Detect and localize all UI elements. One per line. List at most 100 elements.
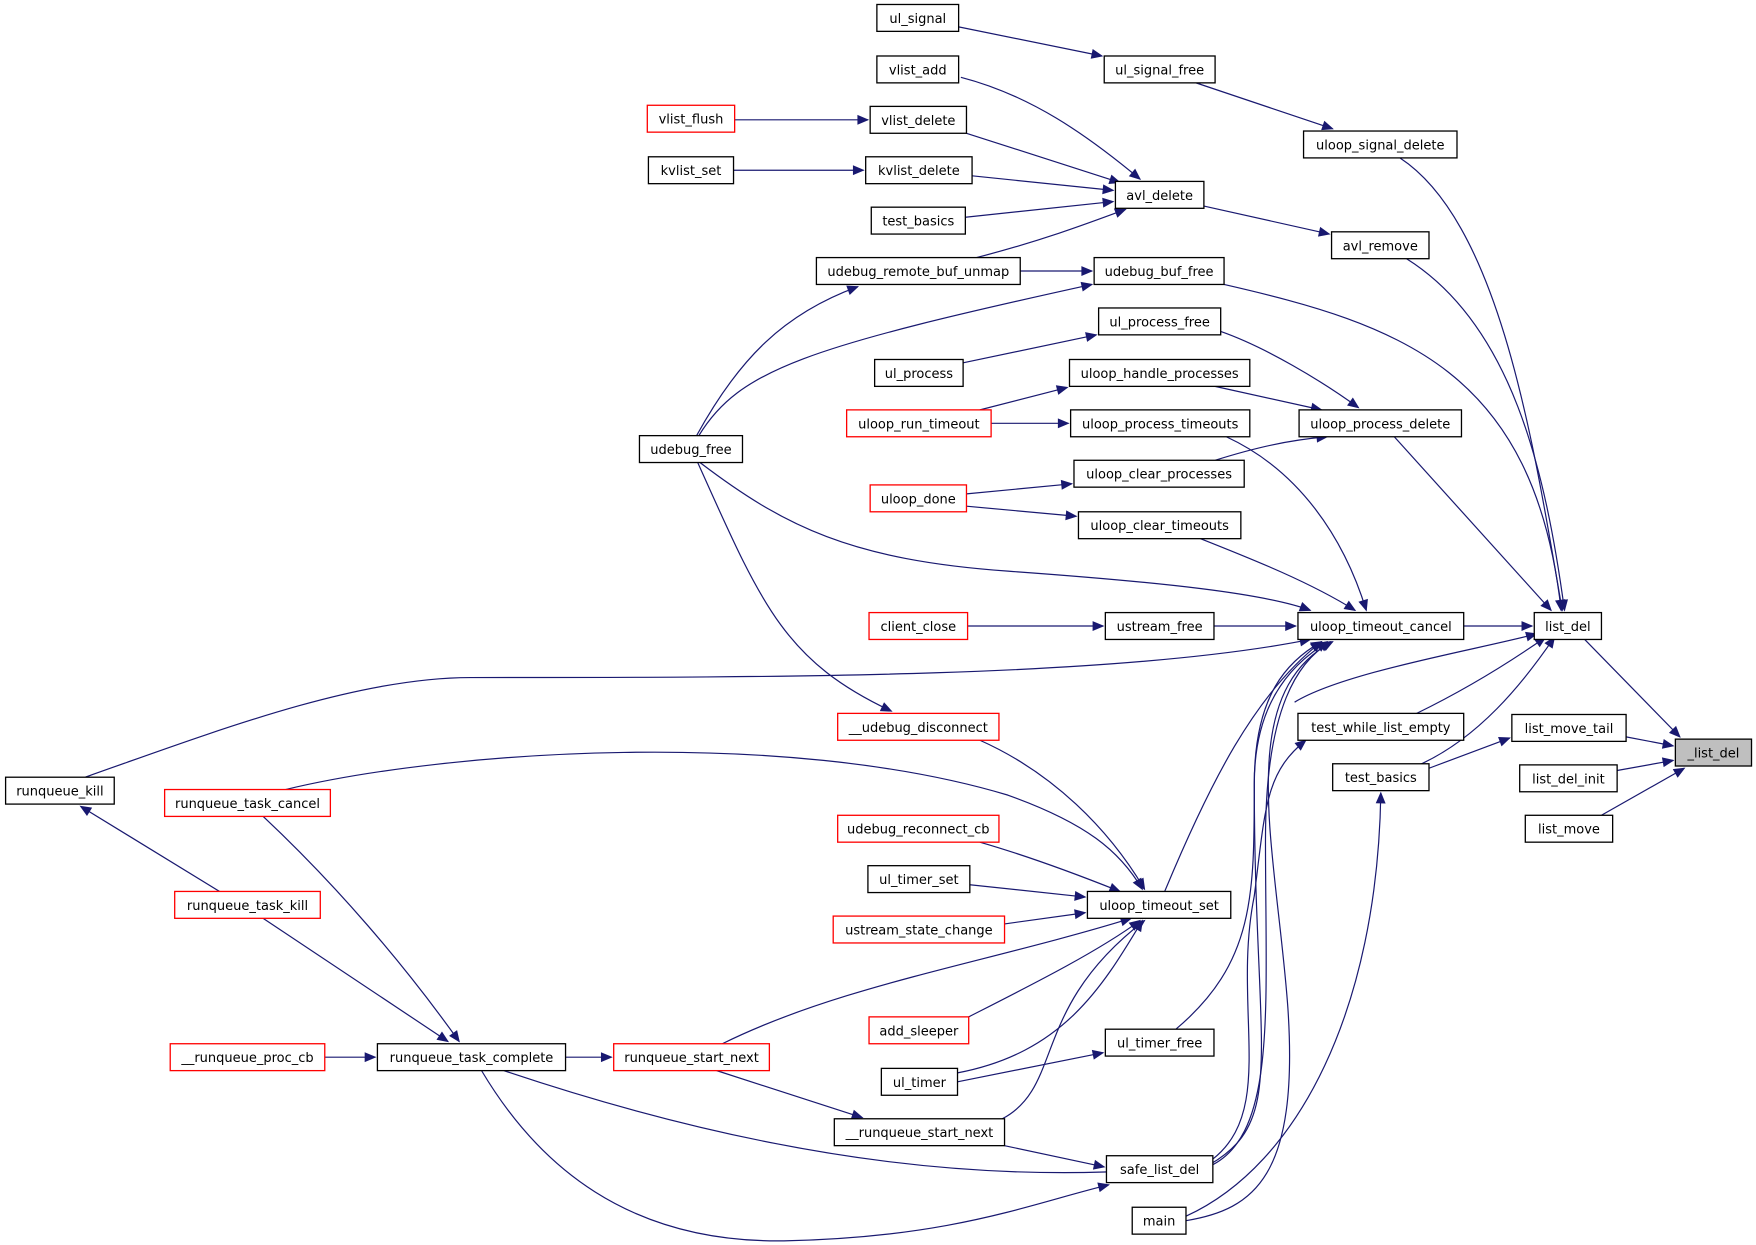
- node-uloop-handle-processes[interactable]: uloop_handle_processes: [1068, 358, 1251, 388]
- node-box[interactable]: [1104, 611, 1215, 641]
- node-safe-list-del[interactable]: safe_list_del: [1105, 1155, 1214, 1184]
- node-box[interactable]: [1104, 1028, 1215, 1057]
- node-runqueue-task-cancel[interactable]: runqueue_task_cancel: [163, 788, 332, 818]
- node-box[interactable]: [1524, 814, 1614, 843]
- node-udebug-remote-buf-unmap[interactable]: udebug_remote_buf_unmap: [815, 256, 1021, 286]
- node-box[interactable]: [1103, 55, 1216, 84]
- node-box[interactable]: [169, 1043, 326, 1072]
- node-box[interactable]: [1302, 130, 1458, 159]
- node-box[interactable]: [876, 3, 960, 33]
- node-test-basics-l[interactable]: test_basics: [870, 206, 967, 235]
- node-avl-delete[interactable]: avl_delete: [1114, 180, 1205, 209]
- node-box[interactable]: [1077, 511, 1242, 540]
- node-test-basics-r[interactable]: test_basics: [1332, 763, 1430, 792]
- node-box[interactable]: [869, 484, 968, 513]
- node-box[interactable]: [873, 358, 964, 388]
- node-box[interactable]: [867, 865, 971, 894]
- node-ul-signal-free[interactable]: ul_signal_free: [1103, 55, 1216, 84]
- node-client-close[interactable]: client_close: [868, 611, 969, 641]
- node-box[interactable]: [1511, 713, 1627, 743]
- node-box[interactable]: [815, 256, 1021, 286]
- node-uloop-timeout-cancel[interactable]: uloop_timeout_cancel: [1297, 611, 1465, 641]
- node-runqueue-task-kill[interactable]: runqueue_task_kill: [174, 890, 321, 919]
- node-list-del-focus[interactable]: _list_del: [1674, 738, 1753, 767]
- node-uloop-run-timeout[interactable]: uloop_run_timeout: [845, 409, 992, 438]
- node-uloop-process-timeouts[interactable]: uloop_process_timeouts: [1069, 409, 1251, 438]
- node-box[interactable]: [865, 156, 973, 185]
- node-box[interactable]: [837, 712, 1000, 741]
- node-box[interactable]: [1297, 712, 1465, 741]
- node-box[interactable]: [833, 1118, 1006, 1147]
- node-box[interactable]: [376, 1043, 567, 1072]
- node-box[interactable]: [4, 776, 115, 805]
- node-ul-signal[interactable]: ul_signal: [876, 3, 960, 33]
- node-ul-process[interactable]: ul_process: [873, 358, 964, 388]
- node-box[interactable]: [1297, 611, 1465, 641]
- node-runqueue-proc-cb[interactable]: __runqueue_proc_cb: [169, 1043, 326, 1072]
- node-uloop-signal-delete[interactable]: uloop_signal_delete: [1302, 130, 1458, 159]
- node-kvlist-set[interactable]: kvlist_set: [647, 156, 735, 185]
- node-list-move-tail[interactable]: list_move_tail: [1511, 713, 1627, 743]
- node-list-del[interactable]: list_del: [1533, 611, 1603, 641]
- node-ul-process-free[interactable]: ul_process_free: [1097, 307, 1222, 336]
- node-box[interactable]: [869, 105, 968, 134]
- node-uloop-clear-timeouts[interactable]: uloop_clear_timeouts: [1077, 511, 1242, 540]
- node-box[interactable]: [1086, 890, 1232, 919]
- node-box[interactable]: [1114, 180, 1205, 209]
- node-box[interactable]: [163, 788, 332, 818]
- node-uloop-done[interactable]: uloop_done: [869, 484, 968, 513]
- node-avl-remove[interactable]: avl_remove: [1330, 231, 1430, 260]
- node-box[interactable]: [868, 1016, 970, 1045]
- node-box[interactable]: [1097, 307, 1222, 336]
- node-box[interactable]: [845, 409, 992, 438]
- node-vlist-add[interactable]: vlist_add: [876, 55, 960, 84]
- node-runqueue-start-next-int[interactable]: __runqueue_start_next: [833, 1118, 1006, 1147]
- node-list-move[interactable]: list_move: [1524, 814, 1614, 843]
- node-vlist-flush[interactable]: vlist_flush: [646, 104, 736, 133]
- node-box[interactable]: [1674, 738, 1753, 767]
- node-box[interactable]: [1330, 231, 1430, 260]
- node-vlist-delete[interactable]: vlist_delete: [869, 105, 968, 134]
- node-udebug-disconnect[interactable]: __udebug_disconnect: [837, 712, 1000, 741]
- node-box[interactable]: [638, 434, 744, 464]
- node-box[interactable]: [880, 1067, 959, 1096]
- node-box[interactable]: [646, 104, 736, 133]
- node-ustream-state-change[interactable]: ustream_state_change: [832, 915, 1006, 944]
- node-test-while-list-empty[interactable]: test_while_list_empty: [1297, 712, 1465, 741]
- node-box[interactable]: [876, 55, 960, 84]
- node-box[interactable]: [1519, 764, 1618, 793]
- node-box[interactable]: [1069, 409, 1251, 438]
- node-box[interactable]: [1298, 409, 1463, 438]
- node-uloop-clear-processes[interactable]: uloop_clear_processes: [1073, 459, 1245, 488]
- node-ul-timer-set[interactable]: ul_timer_set: [867, 865, 971, 894]
- node-runqueue-kill[interactable]: runqueue_kill: [4, 776, 115, 805]
- node-box[interactable]: [837, 814, 1000, 843]
- node-box[interactable]: [1105, 1155, 1214, 1184]
- node-box[interactable]: [174, 890, 321, 919]
- node-box[interactable]: [1068, 358, 1251, 388]
- node-box[interactable]: [1533, 611, 1603, 641]
- node-runqueue-task-complete[interactable]: runqueue_task_complete: [376, 1043, 567, 1072]
- node-list-del-init[interactable]: list_del_init: [1519, 764, 1618, 793]
- node-udebug-buf-free[interactable]: udebug_buf_free: [1093, 256, 1225, 286]
- node-add-sleeper[interactable]: add_sleeper: [868, 1016, 970, 1045]
- node-kvlist-delete[interactable]: kvlist_delete: [865, 156, 973, 185]
- node-box[interactable]: [1073, 459, 1245, 488]
- node-box[interactable]: [870, 206, 967, 235]
- node-main[interactable]: main: [1131, 1206, 1187, 1235]
- node-uloop-process-delete[interactable]: uloop_process_delete: [1298, 409, 1463, 438]
- node-box[interactable]: [1131, 1206, 1187, 1235]
- node-udebug-free[interactable]: udebug_free: [638, 434, 744, 464]
- node-box[interactable]: [647, 156, 735, 185]
- node-udebug-reconnect-cb[interactable]: udebug_reconnect_cb: [837, 814, 1000, 843]
- node-box[interactable]: [1332, 763, 1430, 792]
- node-box[interactable]: [613, 1043, 771, 1072]
- node-box[interactable]: [868, 611, 969, 641]
- node-ul-timer[interactable]: ul_timer: [880, 1067, 959, 1096]
- node-box[interactable]: [832, 915, 1006, 944]
- node-uloop-timeout-set[interactable]: uloop_timeout_set: [1086, 890, 1232, 919]
- node-ul-timer-free[interactable]: ul_timer_free: [1104, 1028, 1215, 1057]
- node-ustream-free[interactable]: ustream_free: [1104, 611, 1215, 641]
- node-box[interactable]: [1093, 256, 1225, 286]
- node-runqueue-start-next[interactable]: runqueue_start_next: [613, 1043, 771, 1072]
